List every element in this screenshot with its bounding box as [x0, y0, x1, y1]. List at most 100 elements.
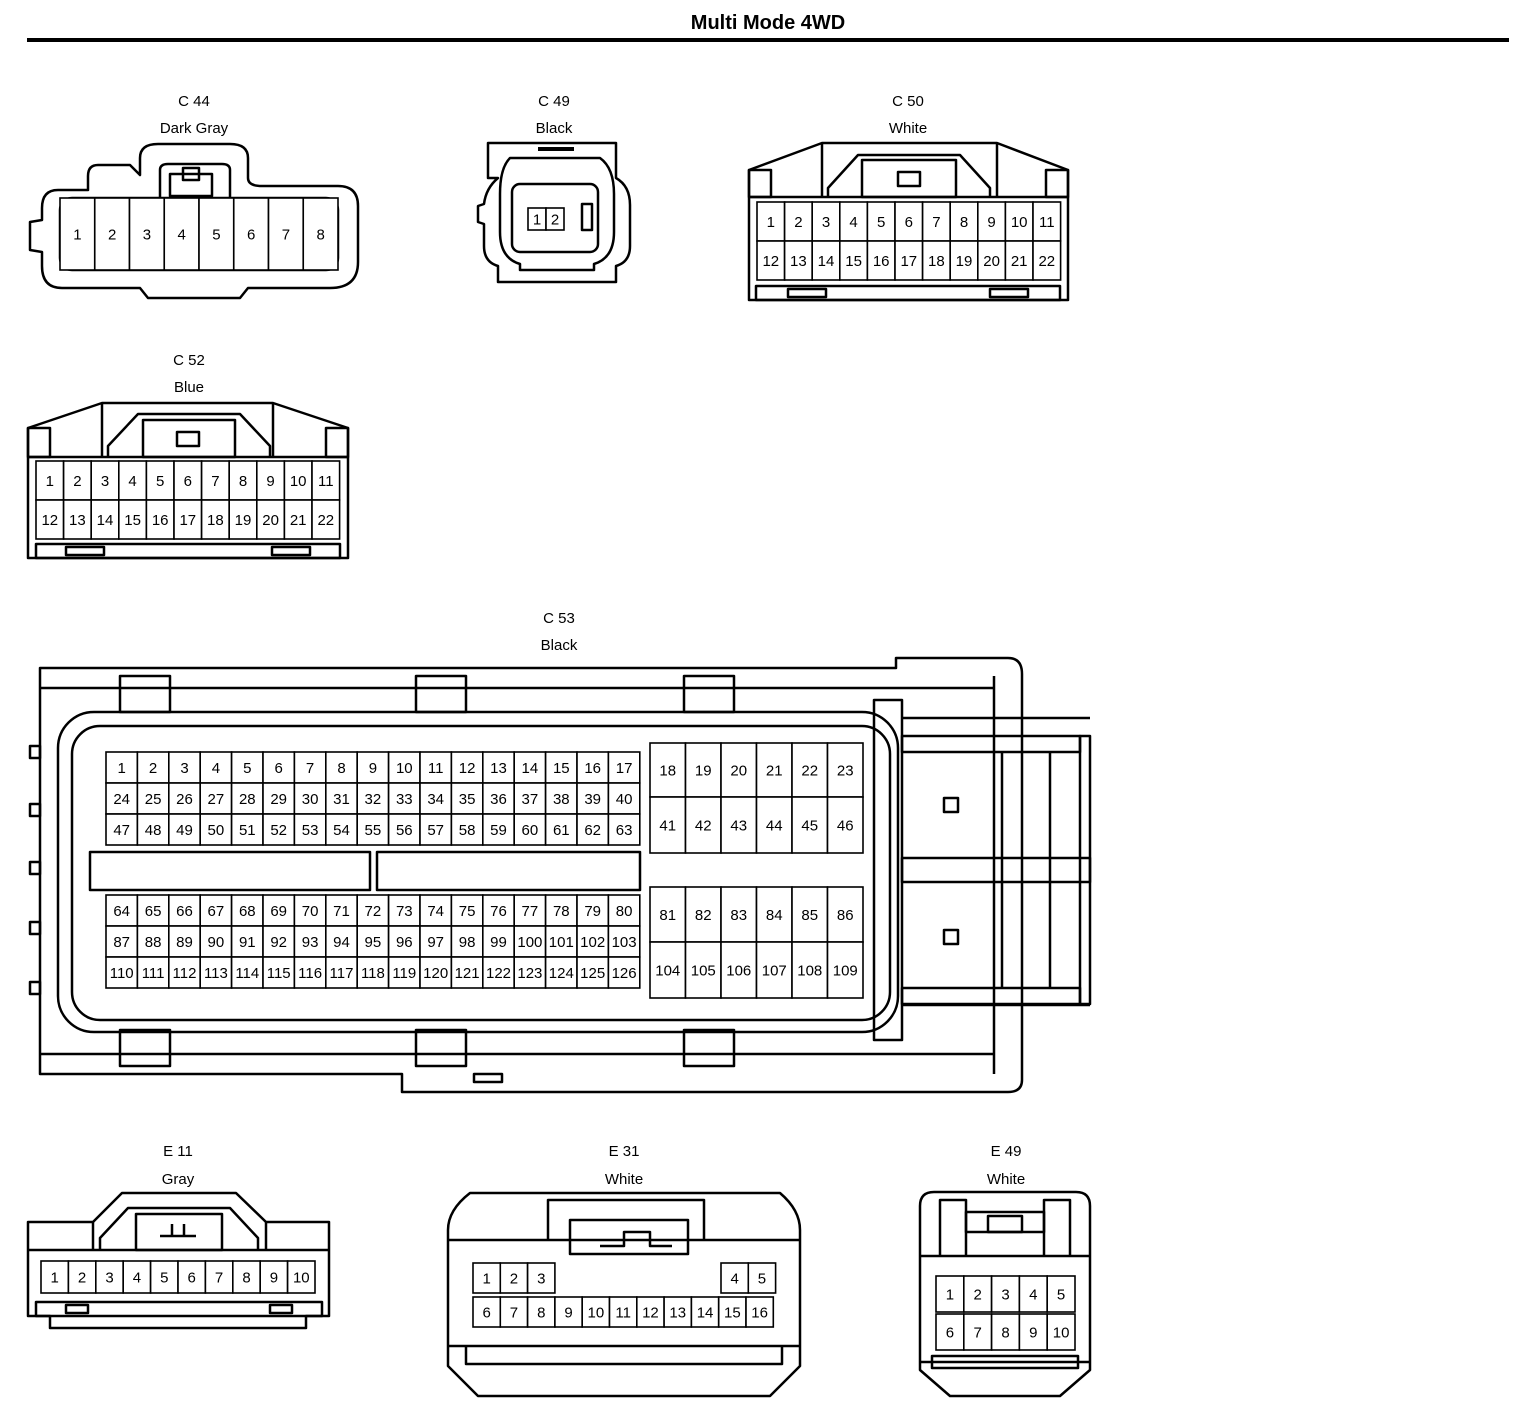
pin-cell-e31-6 [472, 1296, 502, 1328]
pin-label-c53-74: 74 [427, 903, 444, 920]
pin-label-e31-11: 11 [615, 1305, 631, 1322]
pin-cell-c52-2 [62, 460, 92, 501]
pin-cell-c53-59 [481, 813, 515, 846]
pin-label-c53-29: 29 [270, 791, 287, 808]
pin-label-e11-3: 3 [105, 1270, 113, 1287]
pin-cell-e11-4 [122, 1260, 152, 1294]
pin-cell-c53-119 [387, 956, 421, 989]
pin-cell-c52-19 [228, 499, 258, 540]
pin-cell-c50-13 [783, 240, 813, 281]
connector-c53-housing [28, 656, 1092, 1094]
pin-label-c53-17: 17 [616, 760, 633, 777]
pin-label-e11-10: 10 [293, 1270, 310, 1287]
pin-label-c52-13: 13 [69, 512, 86, 529]
pin-label-c49-1: 1 [533, 212, 541, 229]
pin-label-c50-10: 10 [1011, 214, 1028, 231]
pin-cell-c53-29 [262, 782, 296, 815]
pin-cell-c53-125 [576, 956, 610, 989]
pin-label-c52-11: 11 [318, 473, 334, 490]
pin-cell-c50-9 [976, 201, 1007, 242]
pin-label-e49-6: 6 [946, 1325, 954, 1342]
pin-label-c53-83: 83 [730, 907, 747, 924]
pin-cell-c53-46 [826, 796, 864, 854]
pin-label-c53-121: 121 [455, 965, 480, 982]
pin-cell-e49-7 [962, 1313, 993, 1351]
pin-label-c50-20: 20 [983, 253, 1000, 270]
pin-label-e31-3: 3 [537, 1271, 545, 1288]
connector-c50-id: C 50 [892, 93, 924, 110]
pin-label-e31-7: 7 [510, 1305, 518, 1322]
pin-cell-c50-7 [921, 201, 951, 242]
pin-cell-c53-89 [168, 925, 202, 958]
pin-label-c53-22: 22 [801, 763, 818, 780]
pin-cell-e31-16 [745, 1296, 775, 1328]
pin-label-c53-42: 42 [695, 818, 712, 835]
pin-label-c52-18: 18 [207, 512, 224, 529]
connector-c50-color: White [889, 120, 927, 137]
pin-cell-c53-41 [649, 796, 687, 854]
connector-c44-id: C 44 [178, 93, 210, 110]
pin-cell-e49-2 [962, 1275, 993, 1313]
pin-cell-e11-10 [286, 1260, 316, 1294]
pin-label-c52-21: 21 [290, 512, 307, 529]
pin-label-c53-69: 69 [270, 903, 287, 920]
pin-label-c53-23: 23 [837, 763, 854, 780]
pin-label-e49-5: 5 [1057, 1287, 1065, 1304]
pin-label-c50-19: 19 [956, 253, 973, 270]
pin-label-c53-54: 54 [333, 822, 350, 839]
pin-cell-c53-86 [826, 886, 864, 943]
pin-cell-c53-62 [576, 813, 610, 846]
pin-label-c53-106: 106 [726, 963, 751, 980]
pin-label-c52-15: 15 [124, 512, 141, 529]
pin-label-c53-86: 86 [837, 907, 854, 924]
pin-label-c53-57: 57 [427, 822, 444, 839]
pin-label-e49-7: 7 [974, 1325, 982, 1342]
pin-label-c50-16: 16 [873, 253, 890, 270]
pin-label-c53-65: 65 [145, 903, 162, 920]
pin-label-c53-32: 32 [365, 791, 382, 808]
pin-label-c53-43: 43 [730, 818, 747, 835]
page-title: Multi Mode 4WD [690, 12, 846, 34]
pin-label-c52-4: 4 [128, 473, 136, 490]
pin-label-c53-11: 11 [428, 760, 444, 777]
connector-c49-color: Black [536, 120, 573, 137]
pin-label-c53-118: 118 [361, 965, 385, 982]
pin-label-c53-28: 28 [239, 791, 256, 808]
pin-label-c53-62: 62 [584, 822, 601, 839]
pin-label-c53-80: 80 [616, 903, 633, 920]
pin-label-c53-52: 52 [270, 822, 287, 839]
pin-cell-c53-80 [607, 894, 641, 927]
pin-cell-c53-122 [481, 956, 515, 989]
pin-label-c52-19: 19 [235, 512, 252, 529]
pin-label-c53-41: 41 [659, 818, 676, 835]
pin-label-c53-40: 40 [616, 791, 633, 808]
connector-e11-color: Gray [162, 1171, 195, 1188]
pin-cell-c53-61 [544, 813, 578, 846]
pin-label-c53-99: 99 [490, 934, 507, 951]
pin-cell-c53-36 [481, 782, 515, 815]
pin-label-c53-20: 20 [730, 763, 747, 780]
pin-label-c53-115: 115 [267, 965, 291, 982]
pin-label-c53-71: 71 [333, 903, 350, 920]
pin-label-c52-12: 12 [41, 512, 58, 529]
pin-cell-c53-3 [168, 751, 202, 784]
pin-cell-c50-22 [1032, 240, 1062, 281]
pin-cell-c53-96 [387, 925, 421, 958]
pin-label-c53-64: 64 [113, 903, 130, 920]
pin-label-c52-1: 1 [46, 473, 54, 490]
pin-cell-e31-2 [499, 1262, 529, 1294]
pin-label-c52-22: 22 [317, 512, 334, 529]
pin-cell-c50-10 [1004, 201, 1034, 242]
pin-cell-c53-93 [293, 925, 327, 958]
pin-cell-c53-53 [293, 813, 327, 846]
pin-cell-c53-113 [199, 956, 233, 989]
pin-cell-c50-20 [976, 240, 1007, 281]
pin-cell-c53-9 [356, 751, 390, 784]
pin-cell-c53-67 [199, 894, 233, 927]
pin-label-e49-3: 3 [1001, 1287, 1009, 1304]
connector-e31-housing [446, 1191, 802, 1398]
connector-e49-id: E 49 [991, 1143, 1022, 1160]
pin-label-c49-2: 2 [551, 212, 559, 229]
pin-cell-c53-98 [450, 925, 484, 958]
pin-cell-c49-2 [545, 207, 565, 231]
